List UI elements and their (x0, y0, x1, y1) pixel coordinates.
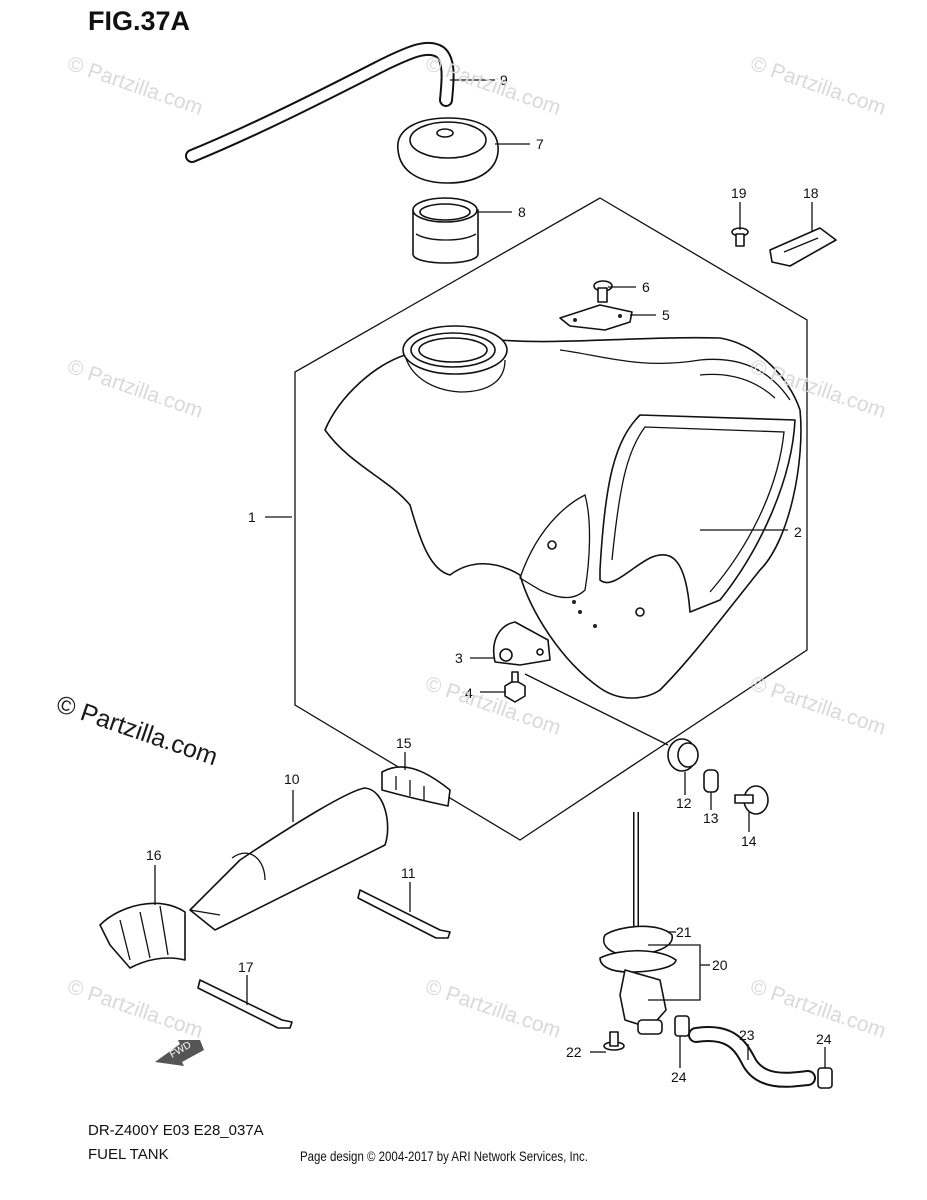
callout-17: 17 (238, 959, 254, 975)
footer-model-code: DR-Z400Y E03 E28_037A (88, 1122, 264, 1139)
callout-4: 4 (465, 685, 473, 701)
part-spacer-13 (703, 769, 719, 793)
callout-9: 9 (500, 72, 508, 88)
part-screw-19 (731, 227, 749, 247)
callout-10: 10 (284, 771, 300, 787)
callout-2: 2 (794, 524, 802, 540)
leader-lines (154, 79, 826, 1068)
part-fuel-tank (324, 325, 802, 699)
callout-6: 6 (642, 279, 650, 295)
callout-12: 12 (676, 795, 692, 811)
part-bolt-4 (504, 671, 526, 703)
callout-21: 21 (676, 924, 692, 940)
callout-3: 3 (455, 650, 463, 666)
part-mount-bracket-3 (493, 621, 551, 666)
callout-19: 19 (731, 185, 747, 201)
part-hose (185, 41, 455, 163)
callout-13: 13 (703, 810, 719, 826)
part-clip-24b (817, 1067, 833, 1089)
callout-24b: 24 (816, 1031, 832, 1047)
callouts: 1 2 3 4 5 6 7 8 9 10 11 12 13 14 15 16 1… (146, 72, 832, 1085)
part-screw-22 (603, 1031, 625, 1051)
part-cushion-16 (99, 902, 186, 969)
part-bolt-14 (734, 785, 769, 815)
part-cap-gasket (412, 197, 479, 264)
callout-11: 11 (401, 865, 416, 881)
callout-15: 15 (396, 735, 412, 751)
callout-14: 14 (741, 833, 757, 849)
callout-1: 1 (248, 509, 256, 525)
part-bolt-6 (593, 280, 613, 303)
callout-22: 22 (566, 1044, 582, 1060)
callout-8: 8 (518, 204, 526, 220)
part-heat-shield (189, 787, 389, 931)
callout-5: 5 (662, 307, 670, 323)
callout-20: 20 (712, 957, 728, 973)
callout-23: 23 (739, 1027, 755, 1043)
part-grommet-12 (667, 738, 699, 772)
part-tie-11 (357, 889, 451, 939)
footer-section-name: FUEL TANK (88, 1146, 169, 1163)
part-bracket (559, 304, 633, 331)
callout-24a: 24 (671, 1069, 687, 1085)
part-clip-24a (674, 1015, 690, 1037)
part-cushion-15 (381, 766, 451, 807)
callout-16: 16 (146, 847, 162, 863)
part-clamp-18 (769, 227, 837, 267)
part-fuel-cock (599, 812, 677, 1035)
callout-18: 18 (803, 185, 819, 201)
footer-credit: Page design © 2004-2017 by ARI Network S… (300, 1148, 588, 1164)
assembly-boundary (294, 197, 808, 841)
figure-title: FIG.37A (88, 6, 191, 36)
part-tie-17 (197, 979, 293, 1029)
callout-7: 7 (536, 136, 544, 152)
part-fuel-cap (397, 117, 499, 184)
